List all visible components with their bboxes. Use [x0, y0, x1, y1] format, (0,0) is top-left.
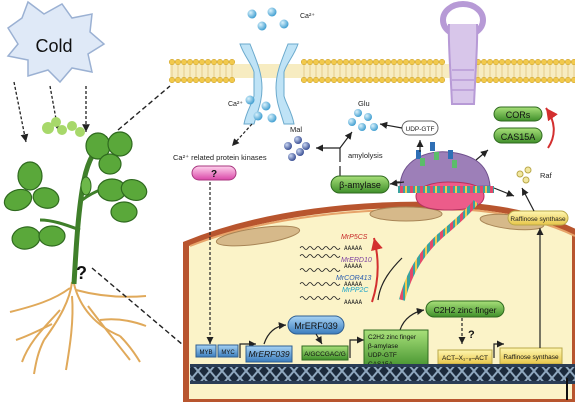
raffinose-molecules — [516, 166, 532, 184]
transcript-list: MrP5CS AAAAA MrERD10 AAAAA MrCOR413 AAAA… — [299, 234, 372, 306]
scale-tick — [566, 378, 568, 400]
raffinose-synthase-label: Raffinose synthase — [510, 216, 566, 223]
svg-text:AAAAA: AAAAA — [344, 245, 362, 252]
cas15a-label: CAS15A — [501, 132, 536, 142]
raffinose-synthase-pill — [507, 210, 569, 226]
cors-pill — [493, 106, 543, 122]
plant-illustration: ? — [3, 117, 148, 375]
ribosome-complex — [398, 142, 494, 211]
mrerf039-protein-label: MrERF039 — [294, 321, 338, 331]
svg-text:AAAAA: AAAAA — [344, 263, 362, 270]
membrane-receptor — [440, 1, 486, 105]
udp-gtf-pill — [401, 120, 439, 136]
calcium-kinases-label: Ca²⁺ related protein kinases — [173, 153, 267, 162]
binding-box — [301, 345, 349, 361]
kinase-pill — [191, 165, 237, 181]
upregulation-arrow — [545, 107, 558, 149]
glucose-molecules — [348, 109, 378, 131]
raffinose-label: Raf — [540, 171, 553, 180]
c2h2-protein-label: C2H2 zinc finger — [434, 305, 497, 315]
amylolysis-fork — [316, 131, 353, 176]
target-gene-2: UDP-GTF — [368, 352, 397, 359]
myb-label: MYB — [199, 350, 212, 356]
plasma-membrane — [168, 58, 575, 84]
transcript-mrcor413: MrCOR413 — [336, 275, 372, 282]
mrna-strand — [399, 200, 479, 301]
dna-strand — [190, 366, 575, 382]
zoom-lines — [91, 85, 197, 357]
target-gene-0: C2H2 zinc finger — [368, 334, 417, 341]
svg-text:AAAAA: AAAAA — [344, 299, 362, 306]
glucose-label: Glu — [358, 99, 370, 108]
mrerf039-gene-label: MrERF039 — [248, 349, 289, 359]
myc-label: MYC — [221, 350, 235, 356]
calcium-channel — [239, 43, 299, 125]
calcium-label-outside: Ca²⁺ — [300, 13, 315, 20]
promoter-elements: MYB MYC — [195, 344, 239, 358]
target-genes-box — [363, 329, 429, 371]
plant-question-mark: ? — [76, 263, 87, 283]
amylolysis-label: amylolysis — [348, 151, 383, 160]
transcript-mrpp2c: MrPP2C — [342, 287, 369, 294]
act-motif-label: ACT–X₁₋₈–ACT — [442, 355, 488, 362]
raffinose-synthase-gene-label: Raffinose synthase — [503, 354, 559, 361]
transcript-mrerd10: MrERD10 — [341, 257, 372, 264]
cors-label: CORs — [506, 110, 531, 120]
mrerf039-gene-box — [245, 345, 293, 363]
cas15a-pill — [493, 127, 543, 144]
calcium-label-inside: Ca²⁺ — [228, 101, 243, 108]
transcript-mrp5cs: MrP5CS — [341, 234, 368, 241]
target-gene-1: β-amylase — [368, 343, 398, 350]
beta-amylase-label: β-amylase — [339, 180, 381, 190]
beta-amylase-pill — [330, 175, 390, 194]
calcium-ions-inside — [245, 95, 277, 123]
cold-burst: Cold — [6, 0, 106, 84]
plant-roots — [9, 281, 147, 375]
c2h2-protein-pill — [425, 300, 505, 318]
binding-box-label: A/GCCGAC/G — [304, 351, 346, 358]
maltose-molecules — [284, 136, 310, 161]
udp-gtf-label: UDP-GTF — [406, 126, 435, 133]
maltose-label: Mal — [290, 125, 302, 134]
act-question-mark: ? — [468, 329, 475, 341]
calcium-ions-outside — [247, 7, 289, 31]
svg-text:AAAAA: AAAAA — [344, 281, 362, 288]
kinase-question-mark: ? — [211, 169, 217, 180]
cold-label: Cold — [35, 36, 72, 56]
